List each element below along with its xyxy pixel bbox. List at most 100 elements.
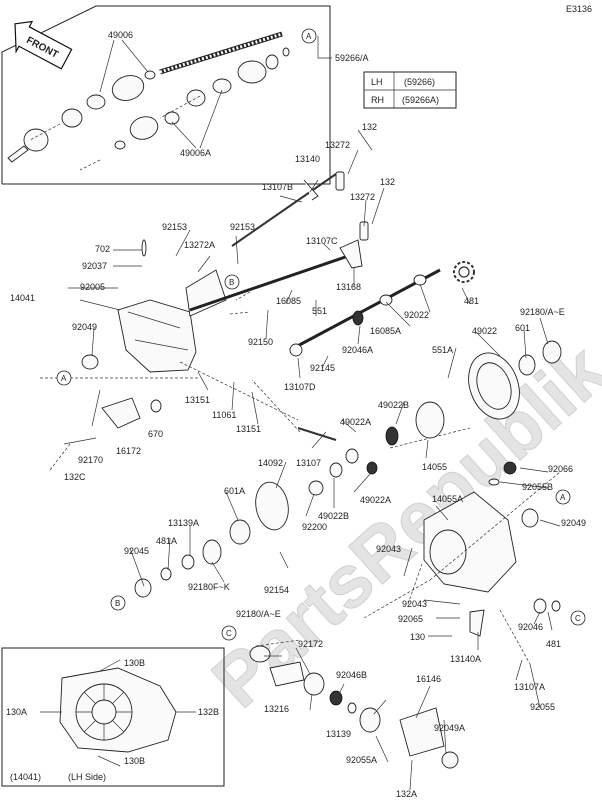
label-92153a: 92153 — [162, 222, 187, 232]
label-13151a: 13151 — [185, 395, 210, 405]
label-92153b: 92153 — [230, 222, 255, 232]
ring — [86, 94, 106, 110]
lh-rh-table: LH (59266) RH (59266A) — [363, 71, 457, 109]
label-49022B-b: 49022B — [318, 511, 349, 521]
label-92180AE: 92180/A~E — [520, 307, 565, 317]
band — [144, 70, 156, 80]
label-92065: 92065 — [398, 614, 423, 624]
bushing-92046 — [533, 598, 547, 614]
svg-text:LH: LH — [371, 77, 383, 87]
label-13107B: 13107B — [262, 182, 293, 192]
label-13107C: 13107C — [306, 236, 338, 246]
washer-49022A — [345, 448, 359, 464]
label-601: 601 — [515, 323, 530, 333]
circle-ref-b-upper: B — [224, 274, 240, 290]
bolt-702 — [141, 239, 147, 257]
svg-text:(59266A): (59266A) — [402, 95, 439, 105]
seal-92049A — [441, 751, 459, 769]
label-132: 132 — [362, 122, 377, 132]
cup — [237, 60, 267, 84]
label-551: 551 — [312, 306, 327, 316]
seal-92049b — [521, 508, 539, 528]
inset-label-130B-bottom: 130B — [124, 756, 145, 766]
bearing-481A — [160, 567, 172, 581]
label-481A: 481A — [156, 536, 177, 546]
svg-text:A: A — [560, 493, 566, 502]
label-14041: 14041 — [10, 293, 35, 303]
front-arrow-icon: FRONT — [14, 20, 73, 70]
label-13151b: 13151 — [236, 424, 261, 434]
svg-text:(59266): (59266) — [404, 77, 435, 87]
housing-16146 — [399, 707, 445, 757]
label-13272: 13272 — [325, 140, 350, 150]
oring-92180AE — [249, 645, 271, 663]
label-92046B: 92046B — [336, 670, 367, 680]
bushing-16085A — [379, 294, 393, 306]
circle-ref-a-left: A — [56, 370, 72, 386]
label-49022: 49022 — [472, 326, 497, 336]
svg-text:C: C — [575, 614, 581, 623]
label-92055B: 92055B — [522, 482, 553, 492]
circle-ref-c-right: C — [570, 610, 586, 626]
gear-49022A — [366, 461, 378, 475]
label-13140: 13140 — [295, 154, 320, 164]
inset-box — [1, 647, 225, 787]
plug-92066 — [503, 461, 517, 475]
inset-label-132B: 132B — [198, 707, 219, 717]
label-49006A: 49006A — [180, 148, 211, 158]
label-16146: 16146 — [416, 674, 441, 684]
label-13139A: 13139A — [168, 518, 199, 528]
label-16172: 16172 — [116, 446, 141, 456]
svg-text:B: B — [229, 278, 234, 287]
circle-ref-c-left: C — [221, 625, 237, 641]
label-92170: 92170 — [78, 455, 103, 465]
inset-lh-side: 130B 130A 132B 130B (14041) (LH Side) — [1, 647, 225, 787]
label-92049: 92049 — [72, 322, 97, 332]
svg-text:A: A — [306, 32, 312, 41]
label-92180FK: 92180F~K — [188, 582, 230, 592]
bearing-481b — [551, 600, 561, 612]
label-92180AE-b: 92180/A~E — [236, 609, 281, 619]
gear-92046B — [329, 690, 343, 706]
label-49022A: 49022A — [340, 417, 371, 427]
bearing-601 — [518, 354, 536, 376]
oring-92055A — [359, 707, 381, 733]
label-481a: 481 — [464, 296, 479, 306]
label-14055A: 14055A — [432, 494, 463, 504]
svg-text:C: C — [226, 629, 232, 638]
label-601A: 601A — [224, 486, 245, 496]
plate-13272 — [335, 171, 345, 191]
shaft-end — [7, 145, 29, 163]
case-14092 — [255, 481, 289, 531]
housing-14041 — [117, 299, 197, 373]
label-13107D: 13107D — [284, 382, 316, 392]
watermark: PartsRepublik — [197, 328, 602, 723]
svg-text:A: A — [61, 374, 67, 383]
case-14055 — [415, 401, 445, 439]
circle-ref-a-right: A — [555, 489, 571, 505]
inset-code: (14041) — [10, 772, 41, 782]
joint-2 — [186, 89, 206, 107]
label-13272b: 13272 — [350, 192, 375, 202]
label-49022B: 49022B — [378, 400, 409, 410]
bearing-601A — [229, 519, 251, 545]
drive-shaft-box — [1, 5, 331, 185]
label-92046: 92046 — [518, 622, 543, 632]
oring-670 — [150, 399, 162, 413]
ring-2 — [212, 78, 232, 94]
sleeve — [413, 274, 427, 286]
label-49006: 49006 — [108, 30, 133, 40]
label-481b: 481 — [546, 639, 561, 649]
part-labels: 132 13272 13140 13107B 132 13272 92153 9… — [10, 122, 586, 799]
circle-ref-b-lower: B — [110, 595, 126, 611]
label-92043b: 92043 — [402, 599, 427, 609]
circle-ref-a-top: A — [301, 28, 317, 44]
label-13107: 13107 — [296, 458, 321, 468]
label-92046A: 92046A — [342, 345, 373, 355]
shaft-13216 — [269, 661, 305, 687]
label-132b: 132 — [380, 177, 395, 187]
shift-16172 — [101, 397, 141, 429]
label-59266A: 59266/A — [335, 53, 369, 63]
label-92055: 92055 — [530, 702, 555, 712]
